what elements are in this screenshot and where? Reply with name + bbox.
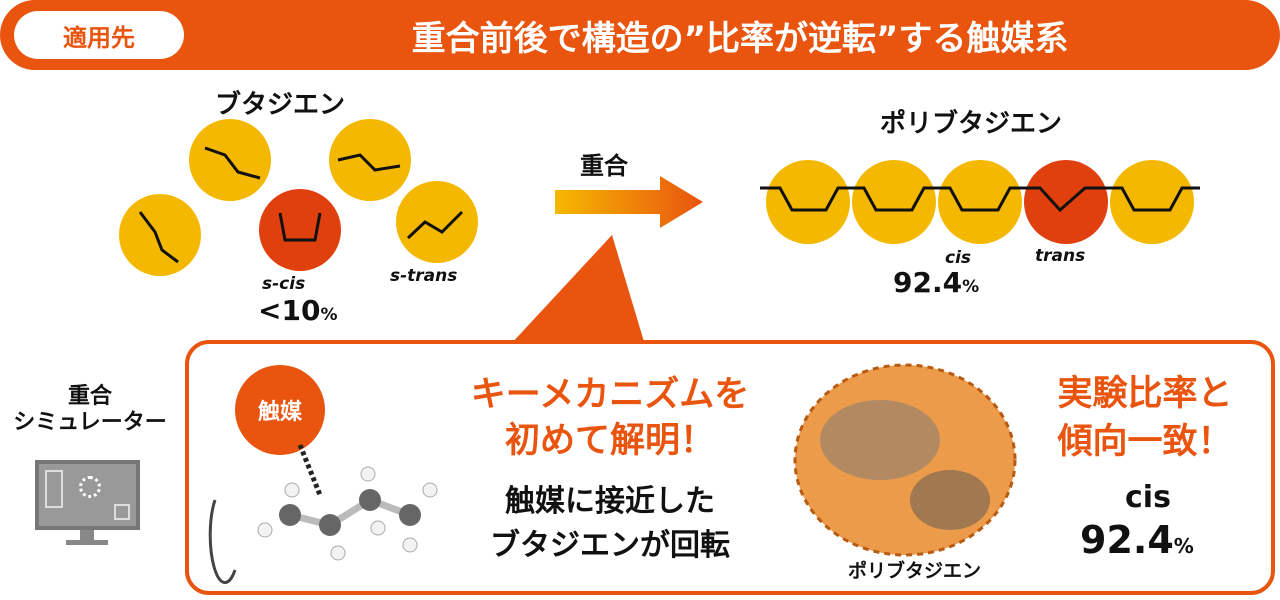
butadiene-molecule (119, 194, 201, 276)
application-badge: 適用先 (14, 11, 184, 59)
simulator-label: 重合 シミュレーター (0, 384, 180, 436)
polymer-chain (760, 160, 1200, 244)
key-line2: 初めて解明！ (504, 421, 715, 461)
polymer-caption: ポリブタジエン (848, 560, 982, 582)
butadiene-molecule (329, 119, 411, 201)
butadiene-scis-molecule (259, 189, 341, 271)
cis-ratio: 92.4% (893, 266, 979, 299)
simulator-line1: 重合 (67, 384, 112, 409)
reaction-arrow (555, 176, 703, 228)
desc-line2: ブタジエンが回転 (490, 528, 730, 563)
mechanism-description: 触媒に接近した ブタジエンが回転 (440, 480, 780, 568)
scis-ratio: <10% (258, 294, 337, 327)
butadiene-molecule (189, 119, 271, 201)
match-line1: 実験比率と (1057, 374, 1233, 414)
trans-label: trans (1035, 246, 1086, 266)
cis-label: cis (945, 248, 972, 268)
butadiene-strans-molecule (396, 181, 478, 263)
result-cis-label: cis (1125, 480, 1171, 515)
result-cis-ratio: 92.4% (1080, 518, 1194, 562)
monitor-icon (35, 460, 140, 530)
monitor-stand (80, 530, 94, 540)
reaction-label: 重合 (580, 152, 628, 180)
monomer-title: ブタジエン (215, 90, 346, 120)
catalyst-badge: 触媒 (235, 365, 325, 455)
monitor-base (66, 540, 108, 545)
header-banner (0, 0, 1280, 70)
simulator-line2: シミュレーター (13, 410, 167, 435)
callout-pointer (510, 235, 645, 345)
match-line2: 傾向一致！ (1057, 422, 1233, 462)
scis-label: s-cis (262, 274, 306, 294)
polymer-title: ポリブタジエン (880, 109, 1063, 139)
result-cis-value: 92.4 (1080, 518, 1174, 562)
key-line1: キーメカニズムを (470, 375, 750, 415)
experiment-match-heading: 実験比率と 傾向一致！ (1035, 370, 1255, 466)
strans-label: s-trans (390, 266, 458, 286)
scis-value: <10 (258, 294, 321, 327)
page-title: 重合前後で構造の”比率が逆転”する触媒系 (411, 18, 1069, 59)
polymer-structure-image (793, 363, 1017, 557)
cis-value: 92.4 (893, 266, 963, 299)
percent-sign: % (962, 277, 980, 297)
percent-sign: % (320, 305, 338, 325)
percent-sign: % (1173, 534, 1194, 558)
key-mechanism-heading: キーメカニズムを 初めて解明！ (430, 372, 790, 464)
desc-line1: 触媒に接近した (505, 484, 715, 519)
